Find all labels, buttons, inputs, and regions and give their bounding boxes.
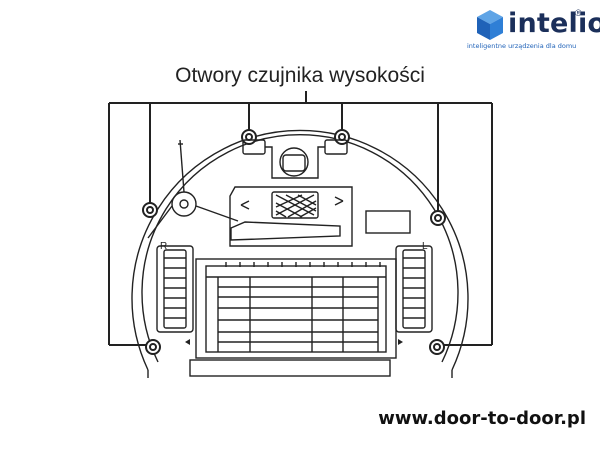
- website-url: www.door-to-door.pl: [378, 408, 586, 429]
- logo-registered-mark: ®: [575, 8, 582, 18]
- right-wheel-label: R: [160, 241, 167, 252]
- logo-tagline: inteligentne urządzenia dla domu: [467, 42, 577, 50]
- main-brush-housing: [189, 258, 397, 377]
- intelio-cube-icon: [477, 10, 503, 40]
- left-drive-wheel: [395, 245, 433, 333]
- height-sensor-hole: [429, 339, 445, 355]
- height-sensor-hole: [430, 210, 446, 226]
- front-caster-wheel: [242, 139, 348, 179]
- height-sensor-hole: [145, 339, 161, 355]
- left-wheel-label: L: [422, 241, 428, 252]
- height-sensor-hole: [241, 129, 257, 145]
- battery-cover: [229, 186, 353, 247]
- diagram-title: Otwory czujnika wysokości: [175, 64, 425, 87]
- height-sensor-hole: [142, 202, 158, 218]
- intelio-logo: intelio ® inteligentne urządzenia dla do…: [467, 8, 600, 54]
- logo-name: intelio: [508, 8, 600, 39]
- robot-body-outline: [131, 129, 469, 378]
- side-brush: [147, 139, 239, 239]
- rear-right-arrow: [185, 339, 190, 345]
- right-drive-wheel: [156, 245, 194, 333]
- label-plate: [365, 210, 411, 234]
- rear-left-arrow: [398, 339, 403, 345]
- callout-bracket: [108, 91, 493, 346]
